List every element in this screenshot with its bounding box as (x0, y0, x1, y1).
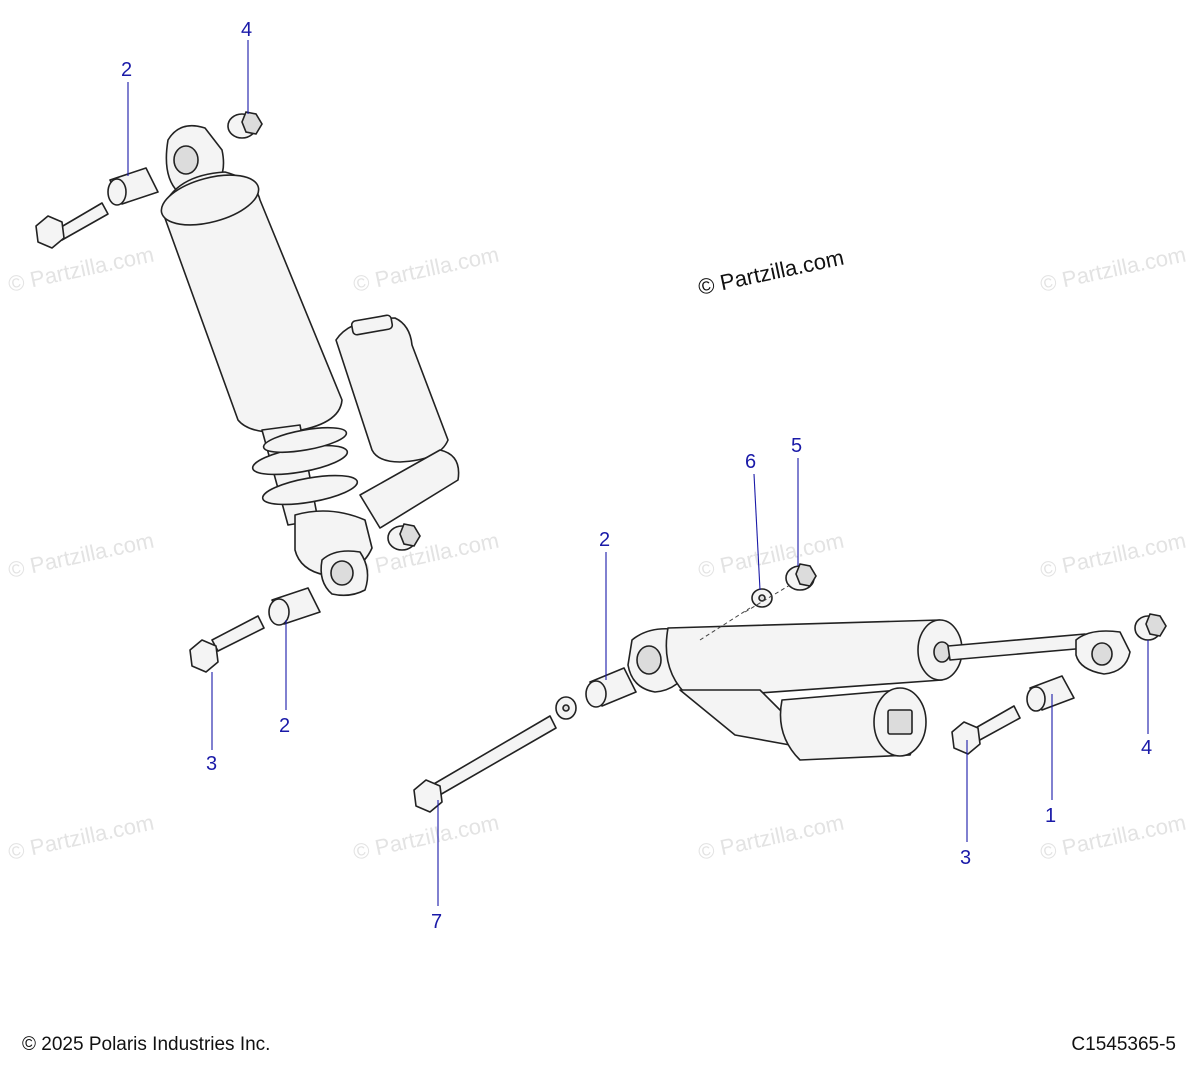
callout-number: 4 (241, 19, 252, 41)
watermark-text: © Partzilla.com (351, 242, 501, 297)
body-end-bore (933, 641, 951, 663)
callout-labels: 4 2 3 2 6 5 2 4 1 3 7 (121, 19, 1152, 933)
eyelet-bore (1091, 642, 1113, 666)
nut-hex (241, 111, 263, 135)
copyright-text: © 2025 Polaris Industries Inc. (22, 1034, 271, 1055)
nut-hex (1145, 613, 1167, 637)
diagram-code: C1545365-5 (1071, 1034, 1176, 1055)
watermark-text: © Partzilla.com (1038, 242, 1188, 297)
callout-number: 6 (745, 451, 756, 473)
assembly-line (699, 584, 791, 641)
washer-hole (562, 704, 570, 712)
reservoir-cap (350, 314, 394, 336)
nut-hex (399, 523, 421, 547)
bolt-head (413, 779, 443, 813)
watermark-text: © Partzilla.com (696, 528, 846, 583)
shock-shaft (947, 633, 1088, 661)
watermark-text: © Partzilla.com (351, 810, 501, 865)
watermark-text: © Partzilla.com (6, 810, 156, 865)
watermark-layer: © Partzilla.com © Partzilla.com © Partzi… (6, 242, 1188, 865)
lower-shock-assembly (627, 619, 1131, 761)
long-bolt-shank (431, 715, 557, 797)
bushing-end (268, 598, 290, 626)
bolt-head (951, 721, 981, 755)
callout-number: 1 (1045, 805, 1056, 827)
shock-bridge (679, 689, 791, 746)
callout-number: 3 (960, 847, 971, 869)
upper-shock-assembly (160, 124, 460, 597)
watermark-text: © Partzilla.com (6, 528, 156, 583)
shock-reservoir (335, 317, 449, 463)
bolt-shank (211, 615, 265, 652)
nut-hex (795, 563, 817, 587)
bushing-end (107, 178, 127, 206)
watermark-text: © Partzilla.com (1038, 528, 1188, 583)
callout-number: 2 (599, 529, 610, 551)
upper-hardware (35, 111, 421, 673)
bolt-head (35, 215, 65, 249)
spring-coil (262, 426, 348, 454)
callout-number: 5 (791, 435, 802, 457)
bushing-end (585, 680, 607, 708)
watermark-text: © Partzilla.com (6, 242, 156, 297)
washer-hole (758, 594, 766, 602)
shock-lower-bridge (359, 449, 460, 529)
eyelet-bore (173, 145, 199, 175)
callout-number: 2 (279, 715, 290, 737)
callout-number: 4 (1141, 737, 1152, 759)
callout-number: 3 (206, 753, 217, 775)
shock-main-body (665, 619, 953, 699)
leader-line (753, 473, 761, 591)
eyelet-bore (636, 645, 662, 675)
leader-lines (127, 40, 1149, 906)
lower-hardware (413, 563, 1167, 813)
bushing-end (1026, 686, 1046, 712)
eyelet-bore (330, 560, 354, 586)
brand-mark: © Partzilla.com (696, 245, 846, 300)
spring-coil (261, 474, 359, 506)
callout-number: 7 (431, 911, 442, 933)
bolt-head (189, 639, 219, 673)
body-top-cap (160, 174, 260, 226)
watermark-text: © Partzilla.com (1038, 810, 1188, 865)
watermark-text: © Partzilla.com (351, 528, 501, 583)
reservoir-cap-insert (887, 709, 913, 735)
watermark-text: © Partzilla.com (696, 810, 846, 865)
callout-number: 2 (121, 59, 132, 81)
